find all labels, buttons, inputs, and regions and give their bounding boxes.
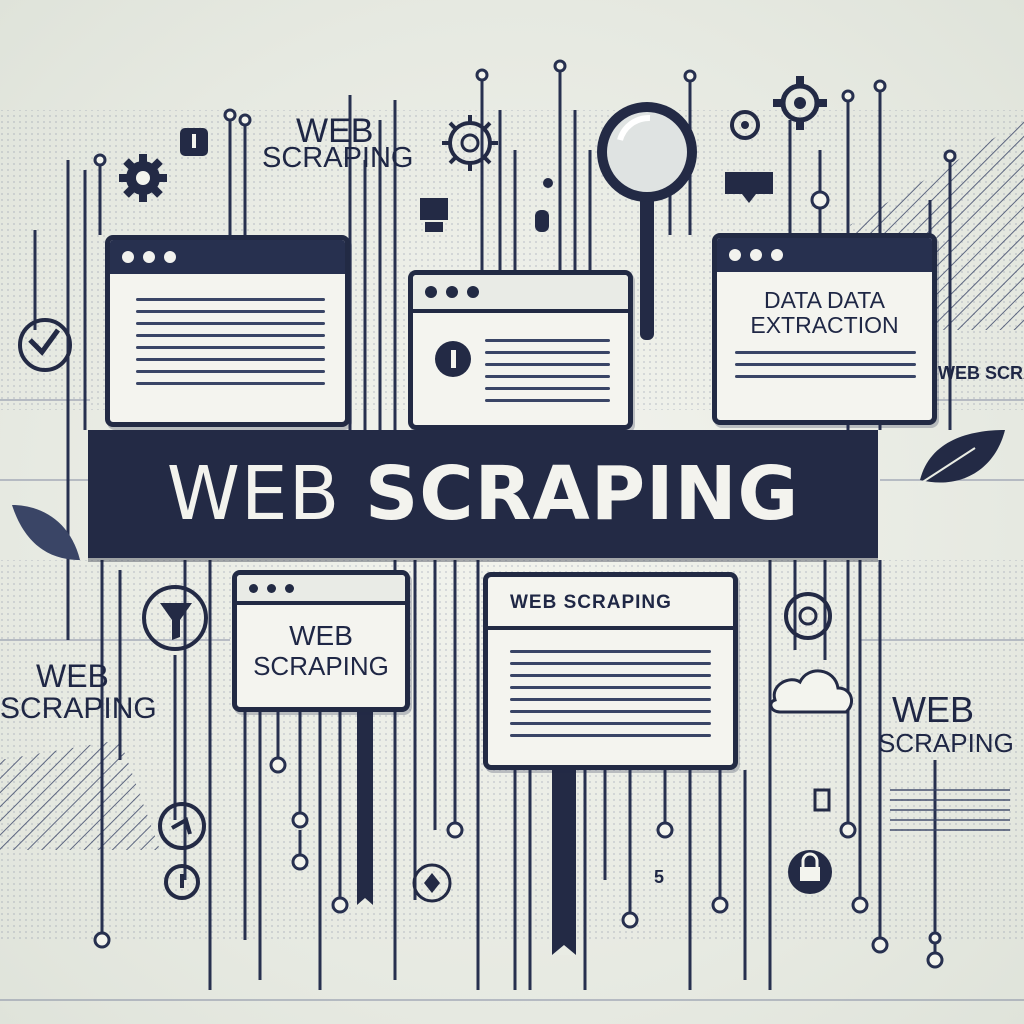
caption-left-line2: SCRAPING: [0, 692, 157, 725]
browser-window-top-left: [105, 235, 350, 427]
window-control-dot: [122, 251, 134, 263]
hatch-panel-bottom-left: [0, 740, 160, 850]
window-title-bar: [717, 238, 932, 272]
window-control-dot: [267, 583, 276, 593]
caption-top-left-line2: SCRAPING: [262, 142, 414, 174]
window-control-dot: [467, 286, 479, 298]
caption-top-left-line1: WEB: [296, 112, 374, 150]
caption-right-edge-fragment: WEB SCRAP: [938, 363, 1024, 383]
caption-left-line1: WEB: [36, 658, 109, 694]
data-extraction-label-line2: EXTRACTION: [750, 312, 899, 339]
cloud-icon: [769, 669, 854, 714]
text-lines: [413, 313, 628, 402]
window-control-dot: [164, 251, 176, 263]
window-control-dot: [446, 286, 458, 298]
hero-title-bold: SCRAPING: [364, 451, 800, 537]
magnifier-icon: [597, 102, 697, 340]
funnel-icon: [142, 585, 208, 651]
drop-bar-left: [357, 710, 373, 905]
drop-bar-center: [552, 770, 576, 955]
window-control-dot: [425, 286, 437, 298]
browser-window-bottom-center: WEB SCRAPING: [483, 572, 738, 770]
small-window-label-line1: WEB: [289, 620, 353, 651]
caption-right-line1: WEB: [892, 689, 975, 730]
window-control-dot: [285, 583, 294, 593]
doc-chip-icon: [813, 788, 831, 812]
gear-icon-right-small: [730, 110, 760, 140]
small-number-label: 5: [654, 867, 665, 887]
text-lines: [488, 630, 733, 737]
hero-title: WEB SCRAPING: [167, 451, 800, 537]
browser-window-bottom-left: WEB SCRAPING: [232, 570, 410, 712]
data-extraction-label-line1: DATA DATA: [764, 287, 885, 313]
info-icon: [435, 341, 471, 377]
lock-icon-top: [420, 178, 553, 232]
window-control-dot: [771, 249, 783, 261]
window-title-bar: [110, 240, 345, 274]
refresh-icon: [784, 592, 832, 640]
lock-icon-bottom: [788, 850, 832, 894]
leaf-icon-left: [12, 505, 80, 560]
window-control-dot: [729, 249, 741, 261]
diamond-node-icon: [412, 863, 452, 903]
window-control-dot: [249, 583, 258, 593]
gear-icon-right-large: [773, 76, 827, 130]
flag-icon: [725, 172, 773, 194]
check-circle-icon-left: [18, 318, 72, 372]
key-circle-icon: [164, 864, 200, 900]
window-title-bar: [237, 575, 405, 605]
wrench-circle-icon: [158, 802, 206, 850]
caption-right-line2: SCRAPING: [878, 728, 1014, 758]
gear-icon-left: [119, 154, 167, 202]
window-control-dot: [143, 251, 155, 263]
browser-window-top-center: [408, 270, 633, 430]
window-title-bar: [413, 275, 628, 313]
browser-window-top-right: DATA DATA EXTRACTION: [712, 233, 937, 425]
window-control-dot: [750, 249, 762, 261]
hero-banner: WEB SCRAPING: [88, 430, 878, 558]
center-window-title: WEB SCRAPING: [510, 592, 672, 613]
hero-title-light: WEB: [166, 451, 341, 537]
small-window-label-line2: SCRAPING: [253, 650, 389, 681]
text-lines: [110, 274, 345, 385]
text-lines: [717, 339, 932, 378]
gear-icon-top: [442, 115, 498, 171]
